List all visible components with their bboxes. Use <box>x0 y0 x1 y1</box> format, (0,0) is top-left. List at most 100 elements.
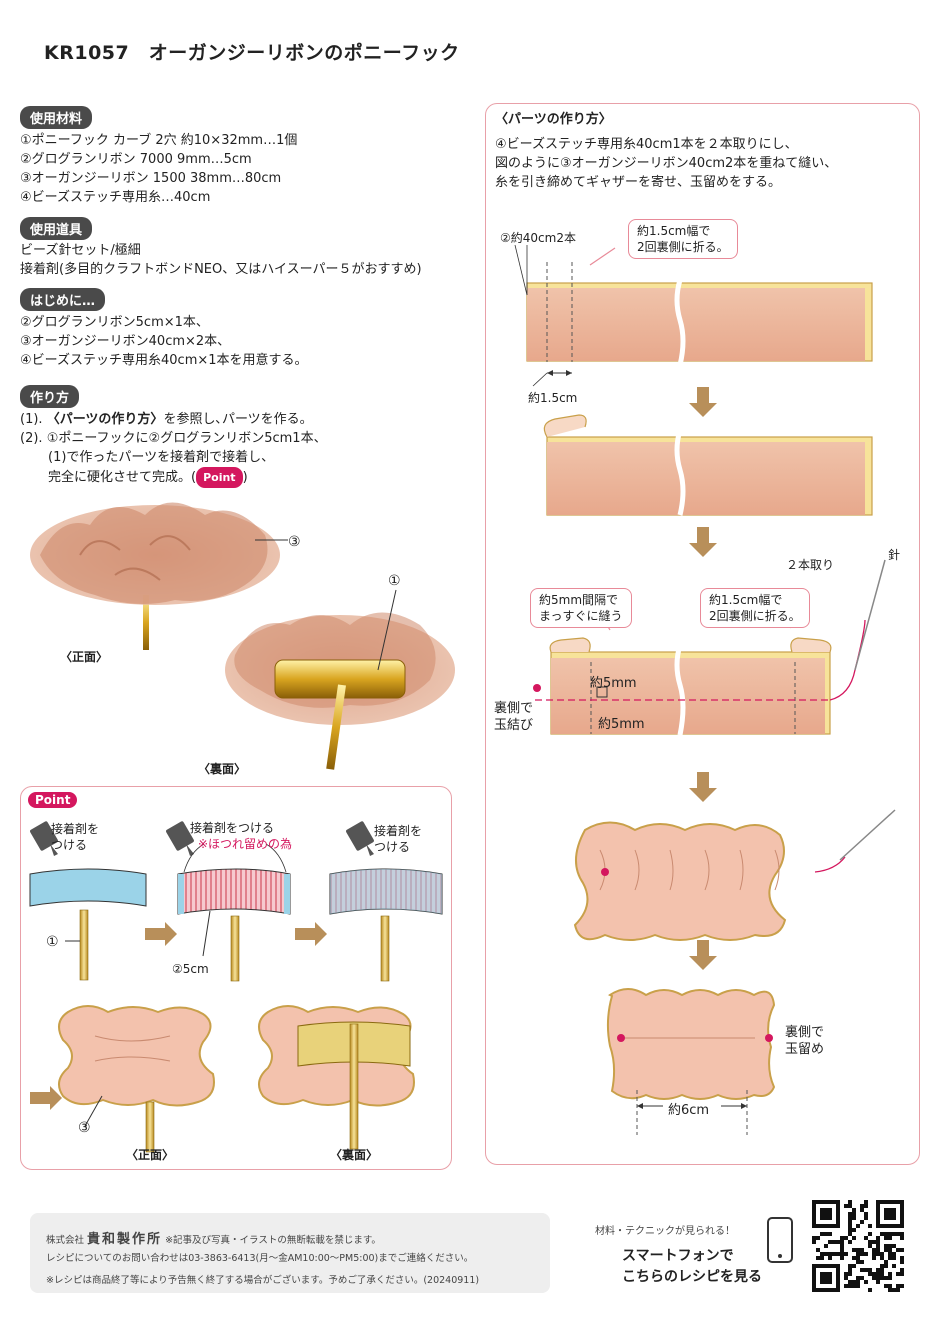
glue-label-line: つける <box>51 838 88 852</box>
materials-heading: 使用材料 <box>20 106 93 129</box>
point-back-label: 〈裏面〉 <box>330 1148 379 1162</box>
glue-label-line: つける <box>374 840 411 854</box>
grosgrain-ribbon <box>177 868 291 915</box>
glue-tube-icon <box>166 821 194 856</box>
knot-line: 玉結び <box>494 718 534 733</box>
needle-icon <box>839 809 896 861</box>
step-text: ) <box>242 470 248 485</box>
material-item: ③オーガンジーリボン 1500 38mm…80cm <box>20 171 282 186</box>
tools-list: ビーズ針セット/極細 接着剤(多目的クラフトボンドNEO、又はハイスーパー５がお… <box>20 241 422 279</box>
point-glue1-label: 接着剤を つける <box>51 821 99 853</box>
point-badge: Point <box>28 792 78 808</box>
footer <box>30 1213 550 1293</box>
point-front-label: 〈正面〉 <box>126 1148 175 1162</box>
lbl-5mm-a: 約5mm <box>590 676 637 691</box>
step-text: (1)で作ったパーツを接着剤で接着し、 <box>48 450 275 465</box>
callout-line: 2回裏側に折る。 <box>709 609 801 623</box>
tool-item: ビーズ針セット/極細 <box>20 243 141 258</box>
lbl-needle: 針 <box>888 548 901 562</box>
parts-diagram <box>514 244 896 1135</box>
smartphone-icon <box>767 1217 793 1263</box>
photo-back-label: 〈裏面〉 <box>198 762 247 776</box>
lbl-knot: 裏側で 玉結び <box>494 700 533 734</box>
materials-list: ①ポニーフック カーブ 2穴 約10×32mm…1個 ②グログランリボン 700… <box>20 131 297 207</box>
parts-description: ④ビーズステッチ専用糸40cm1本を２本取りにし、 図のように③オーガンジーリボ… <box>495 135 837 192</box>
stop-line: 裏側で <box>785 1025 825 1040</box>
callout-fold-1: 約1.5cm幅で 2回裏側に折る。 <box>628 219 738 259</box>
needle-icon <box>854 559 886 671</box>
glue-label-line: 接着剤を <box>51 822 100 836</box>
point-label-5cm: ②5cm <box>172 962 209 976</box>
parts-desc-line: 糸を引き締めてギャザーを寄せ、玉留めをする。 <box>495 175 782 190</box>
lbl-5mm-b: 約5mm <box>598 717 645 732</box>
howto-step-2: (2). ①ポニーフックに②グログランリボン5cm1本、 <box>20 429 327 448</box>
arrow-right-icon <box>30 1086 62 1110</box>
copyright-notice: ※記事及び写真・イラストの無断転載を禁じます。 <box>165 1235 381 1246</box>
arrow-down-icon <box>689 527 717 557</box>
point-glue3-label: 接着剤を つける <box>374 823 422 855</box>
photo-front-label: 〈正面〉 <box>60 650 109 664</box>
parts-desc-line: ④ビーズステッチ専用糸40cm1本を２本取りにし、 <box>495 137 798 152</box>
glued-ribbon <box>330 869 442 914</box>
knot-line: 裏側で <box>494 701 534 716</box>
howto-heading: 作り方 <box>20 385 80 408</box>
final-gathered-ribbon <box>606 988 776 1135</box>
back-photo <box>225 589 455 770</box>
leader-line <box>377 589 397 671</box>
intro-heading: はじめに… <box>20 288 106 311</box>
intro-item: ③オーガンジーリボン40cm×2本、 <box>20 334 231 349</box>
bow-front-illustration <box>58 1005 215 1153</box>
step-number: (2). <box>20 431 43 446</box>
point-glue2-label: 接着剤をつける ※ほつれ留めの為 <box>190 820 292 852</box>
footer-line-1: 株式会社 貴和製作所 ※記事及び写真・イラストの無断転載を禁じます。 <box>46 1228 381 1247</box>
hook-pin <box>79 909 89 981</box>
parts-desc-line: 図のように③オーガンジーリボン40cm2本を重ねて縫い、 <box>495 156 838 171</box>
point-label-1: ① <box>46 934 59 950</box>
howto-step-2-end: 完全に硬化させて完成。(Point) <box>20 467 327 488</box>
glue-label-line: 接着剤を <box>374 824 423 838</box>
leader-line <box>202 910 211 957</box>
callout-fold-2: 約1.5cm幅で 2回裏側に折る。 <box>700 588 810 628</box>
parts-box <box>485 103 920 1165</box>
lbl-stop: 裏側で 玉留め <box>785 1024 824 1058</box>
bow-back-illustration <box>258 1005 415 1150</box>
company-prefix: 株式会社 <box>46 1235 85 1246</box>
point-box <box>20 786 452 1170</box>
lbl-ribbons: ②約40cm2本 <box>500 231 576 245</box>
howto-step-1: (1). 〈パーツの作り方〉を参照し､パーツを作る。 <box>20 410 327 429</box>
point-label-3: ③ <box>78 1120 91 1136</box>
callout-line: 約1.5cm幅で <box>637 224 711 238</box>
brand-logo: 貴和製作所 <box>87 1232 163 1247</box>
glue-note: ※ほつれ留めの為 <box>198 837 293 851</box>
step-text: を参照し､パーツを作る。 <box>163 412 313 427</box>
footer-end-notice: ※レシピは商品終了等により予告無く終了する場合がございます。予めご了承ください。… <box>46 1275 480 1286</box>
arrow-down-icon <box>689 387 717 417</box>
arrow-right-icon <box>145 922 177 946</box>
stop-line: 玉留め <box>785 1042 825 1057</box>
hook-pin <box>380 915 390 982</box>
product-photo: ③ ① <box>30 502 455 770</box>
point-badge-inline: Point <box>196 467 243 488</box>
step-text: ①ポニーフックに②グログランリボン5cm1本、 <box>46 431 327 446</box>
lbl-15cm: 約1.5cm <box>528 391 578 405</box>
photo-label-3: ③ <box>288 534 301 550</box>
parts-heading: 〈パーツの作り方〉 <box>495 112 612 127</box>
tool-item: 接着剤(多目的クラフトボンドNEO、又はハイスーパー５がおすすめ) <box>20 262 422 277</box>
ribbon-step-1 <box>514 244 873 387</box>
gathered-ribbon <box>573 809 896 941</box>
qr-code[interactable] <box>812 1200 904 1292</box>
arrow-right-icon <box>295 922 327 946</box>
front-photo <box>30 502 288 650</box>
material-item: ④ビーズステッチ専用糸…40cm <box>20 190 211 205</box>
lbl-2strand: ２本取り <box>786 558 835 572</box>
intro-list: ②グログランリボン5cm×1本、 ③オーガンジーリボン40cm×2本、 ④ビーズ… <box>20 313 308 370</box>
qr-caption: 材料・テクニックが見られる！ <box>595 1226 735 1237</box>
material-item: ①ポニーフック カーブ 2穴 約10×32mm…1個 <box>20 133 298 148</box>
point-illustration <box>29 821 443 1153</box>
hook-plate-blue <box>29 868 147 907</box>
glue-label-line: 接着剤をつける <box>190 821 275 835</box>
callout-line: 2回裏側に折る。 <box>637 240 729 254</box>
callout-line: 約5mm間隔で <box>539 593 619 607</box>
howto-steps: (1). 〈パーツの作り方〉を参照し､パーツを作る。 (2). ①ポニーフックに… <box>20 410 327 488</box>
tools-heading: 使用道具 <box>20 217 93 240</box>
